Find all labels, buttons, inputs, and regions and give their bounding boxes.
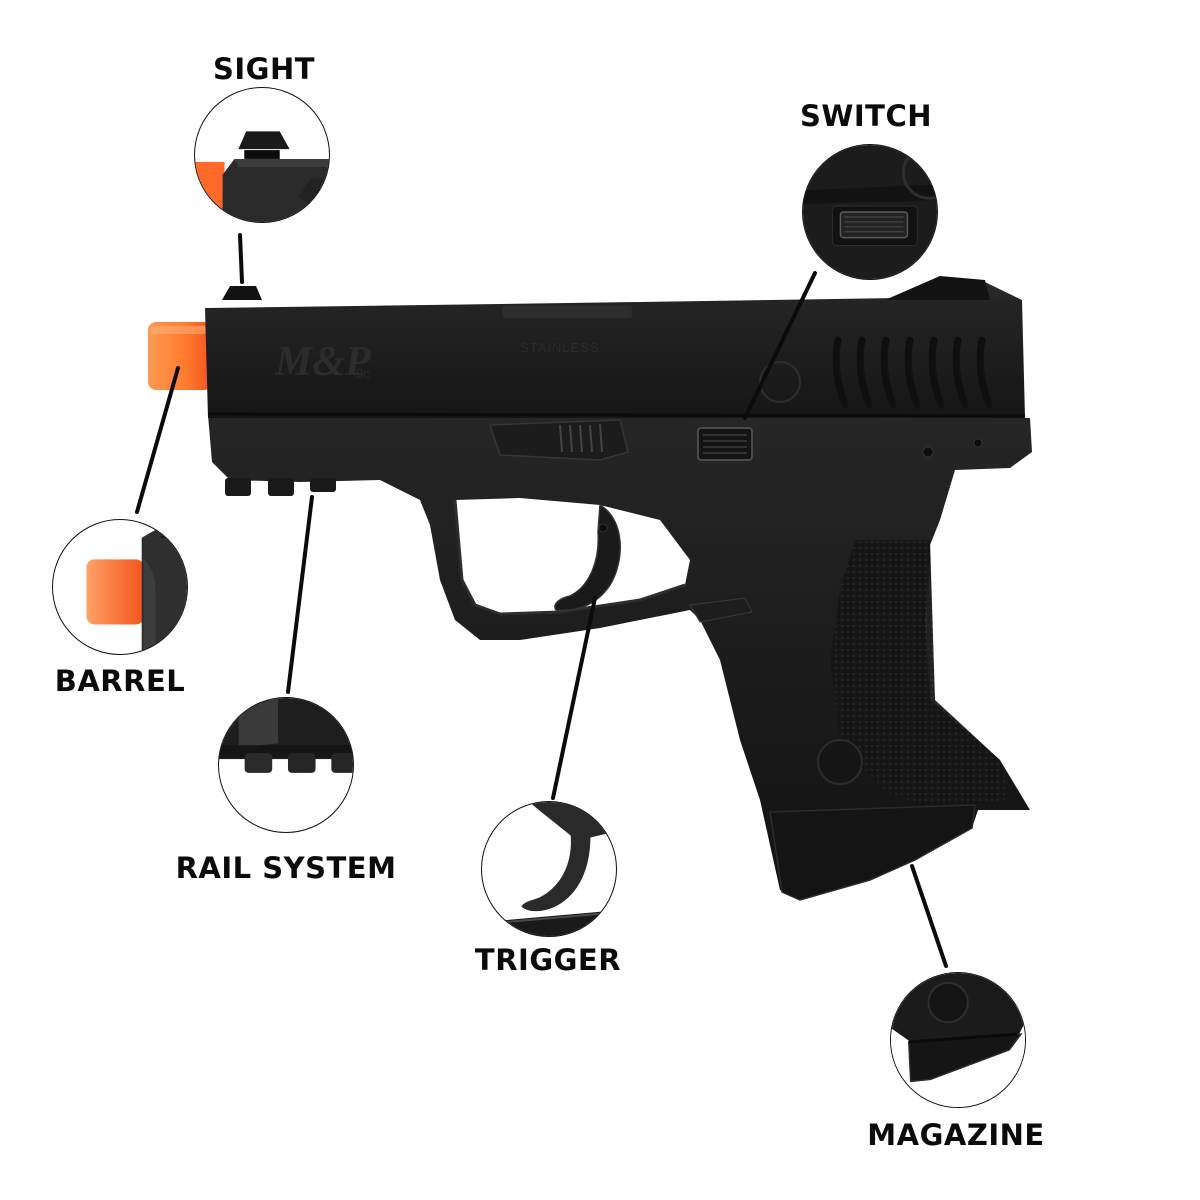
rail-system-detail-circle	[218, 697, 354, 833]
barrel-orange-tip	[148, 322, 212, 390]
callout-line-sight	[238, 233, 244, 284]
label-magazine: MAGAZINE	[867, 1118, 1045, 1152]
slide-logo: M&P	[274, 339, 371, 385]
pistol-frame	[208, 415, 1032, 901]
slide-logo-sub: 9c	[356, 366, 370, 381]
magazine-detail-circle	[890, 972, 1026, 1108]
callout-line-magazine	[910, 864, 948, 968]
label-trigger: TRIGGER	[474, 943, 622, 977]
callout-line-barrel	[135, 366, 180, 514]
switch-detail-circle	[802, 144, 938, 280]
barrel-detail-circle	[52, 519, 188, 655]
callout-line-switch	[743, 271, 817, 420]
label-barrel: BARREL	[54, 664, 186, 698]
trigger-detail-circle	[481, 801, 617, 937]
sight-detail-circle	[194, 87, 330, 223]
callout-lines	[135, 233, 948, 968]
label-sight: SIGHT	[212, 52, 316, 86]
callout-line-rail-system	[286, 495, 314, 694]
label-switch: SWITCH	[800, 99, 932, 133]
callout-line-trigger	[551, 596, 597, 800]
pistol-slide: M&P 9c STAINLESS	[205, 276, 1026, 418]
label-rail-system: RAIL SYSTEM	[175, 851, 397, 885]
slide-engraving: STAINLESS	[520, 340, 600, 355]
